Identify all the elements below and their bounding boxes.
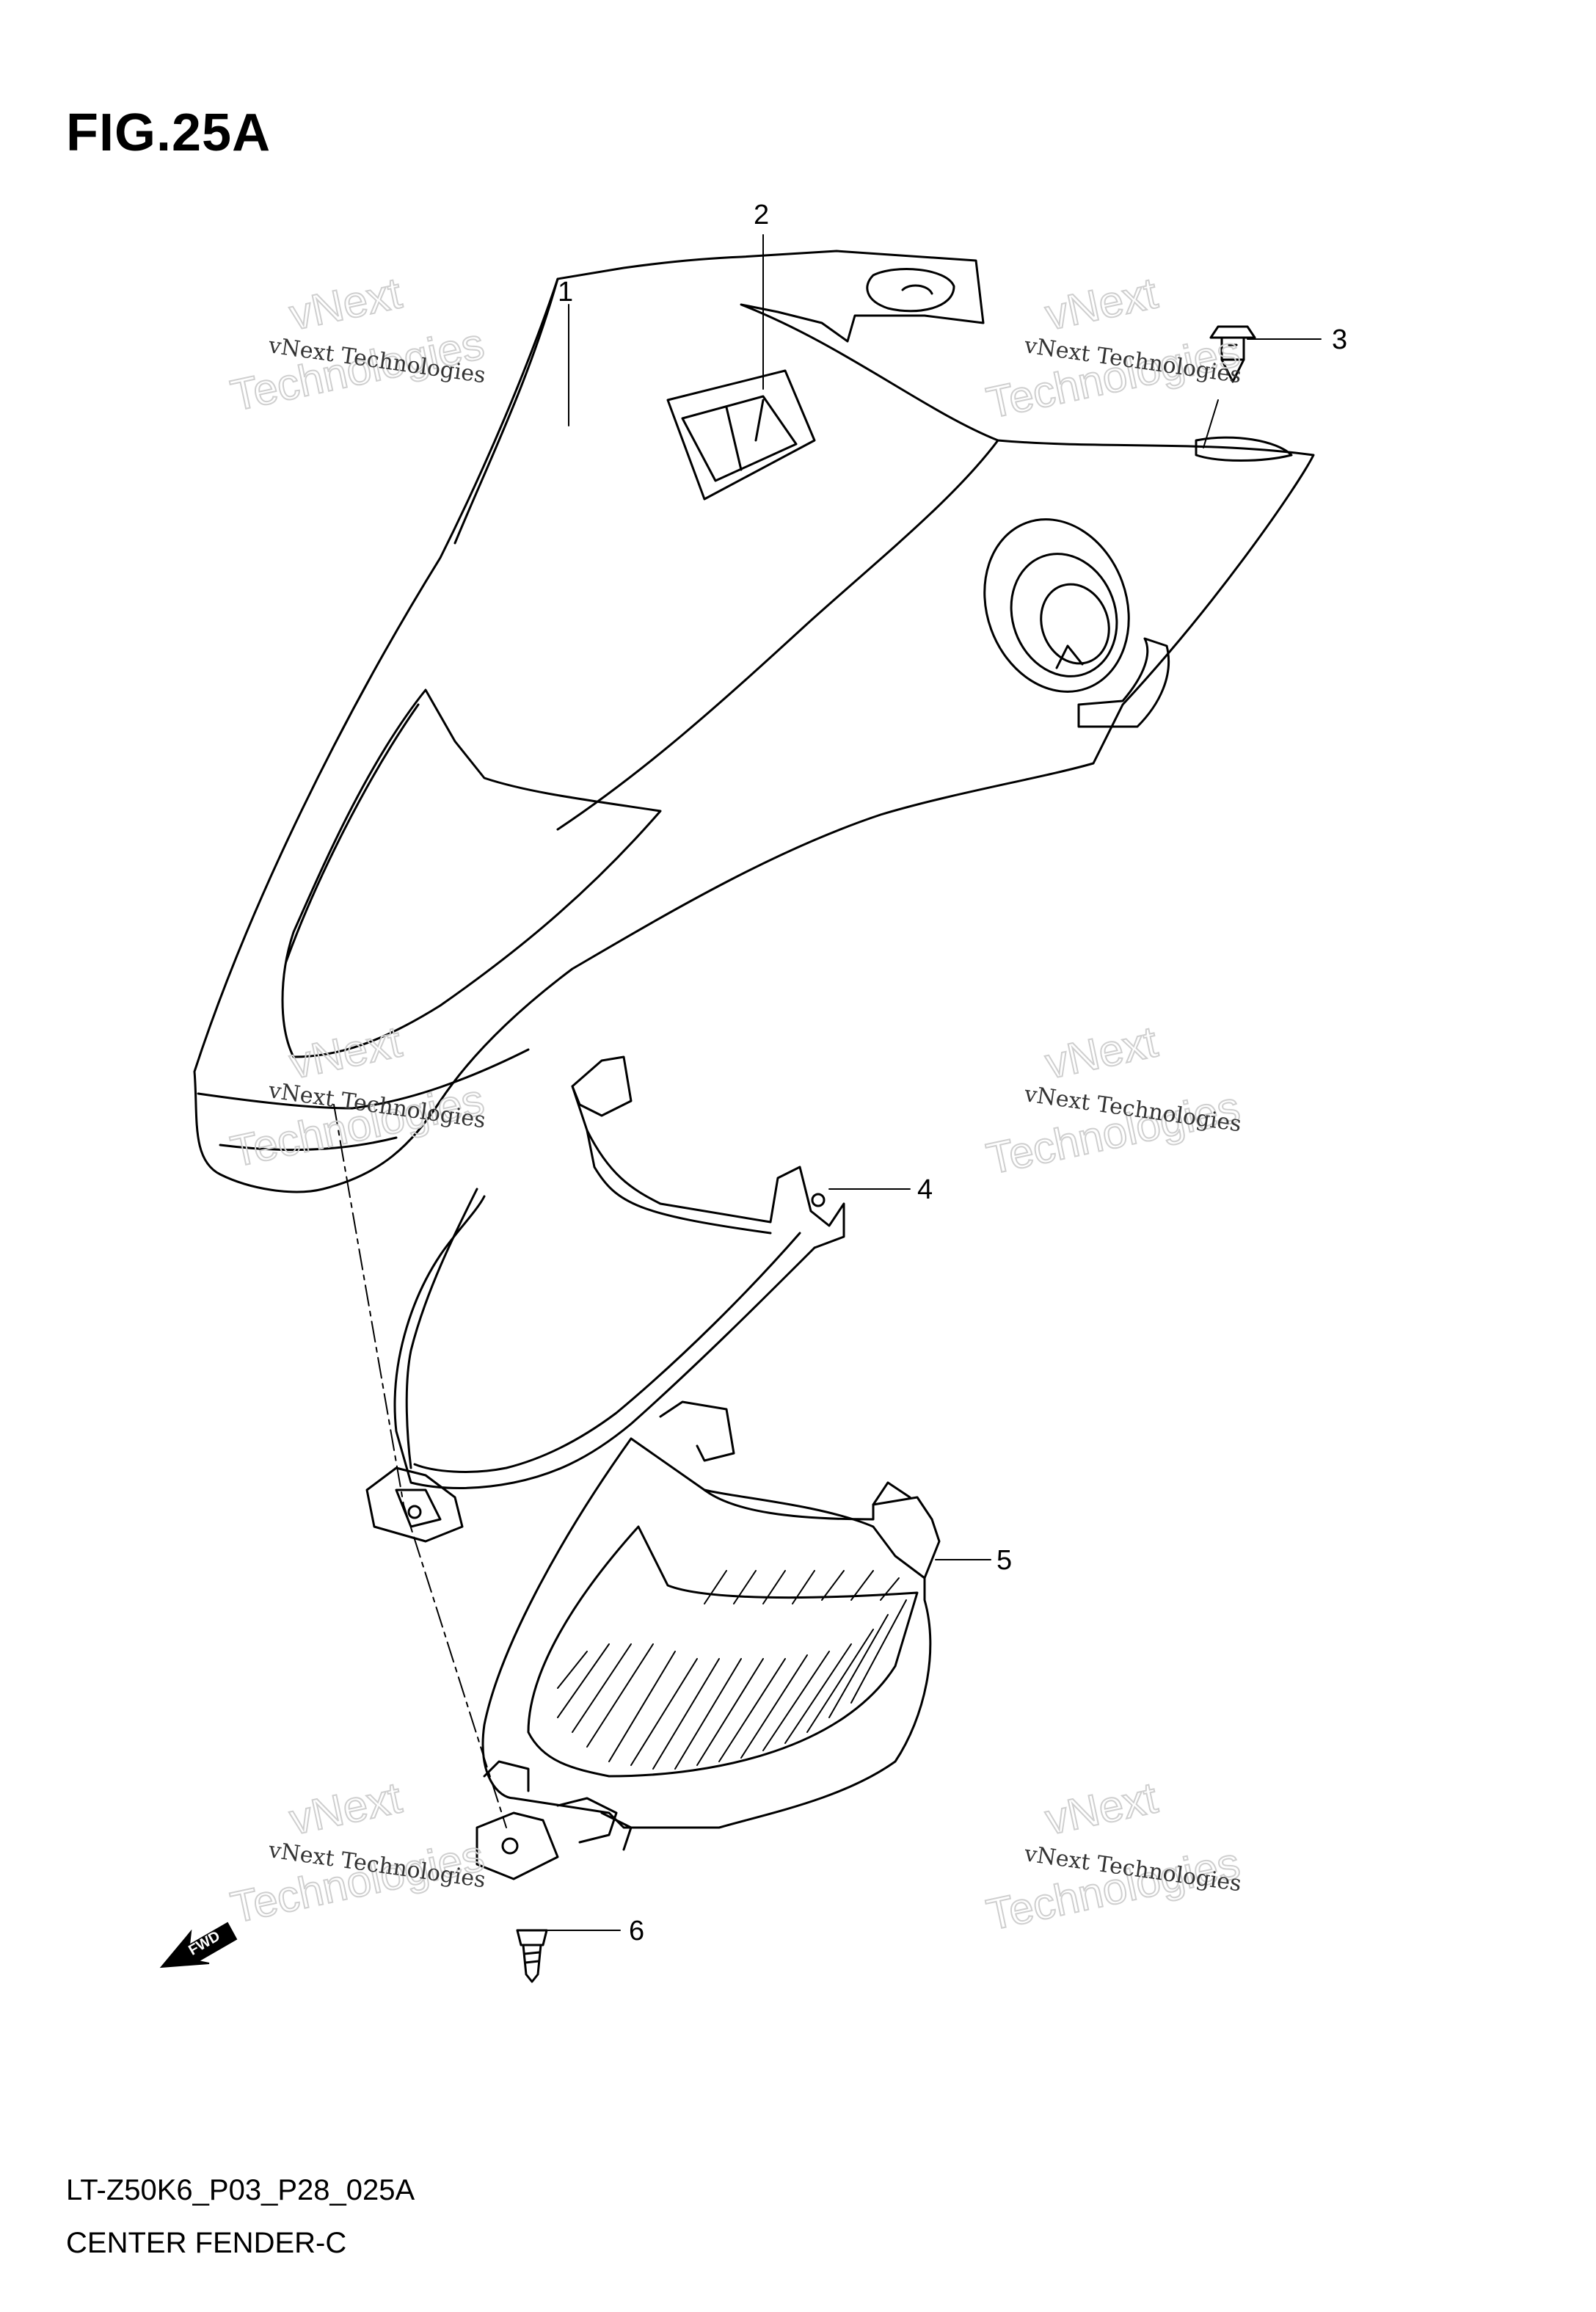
part-5-grille-guard [475, 1400, 941, 1880]
watermarks: vNext Technologies vNext Technologies vN… [226, 267, 1245, 1940]
alignment-line [333, 1104, 507, 1828]
part-4-bracket [365, 1055, 845, 1543]
model-code: LT-Z50K6_P03_P28_025A [66, 2174, 415, 2206]
callout-5: 5 [996, 1545, 1012, 1576]
callout-3: 3 [1332, 324, 1347, 355]
figure-title: FIG.25A [66, 103, 272, 162]
part-name: CENTER FENDER-C [66, 2227, 347, 2259]
part-3-clip [1209, 325, 1256, 383]
callout-4: 4 [917, 1174, 933, 1205]
callout-2: 2 [754, 200, 769, 230]
watermark-big: vNext [1041, 1017, 1162, 1088]
watermark: vNext Technologies vNext Technologies [226, 1772, 489, 1933]
watermark: vNext Technologies vNext Technologies [982, 1016, 1245, 1184]
callouts: 1 2 3 4 5 6 [558, 200, 1347, 1946]
watermark-big: vNext [1041, 1773, 1162, 1844]
callout-6: 6 [629, 1916, 644, 1946]
watermark: vNext Technologies vNext Technologies [226, 1016, 489, 1177]
part-1-fender-cover [193, 250, 1315, 1193]
watermark: vNext Technologies vNext Technologies [982, 1772, 1245, 1940]
watermark-big: vNext [285, 1017, 406, 1088]
watermark-big: vNext [285, 268, 406, 339]
watermark: vNext Technologies vNext Technologies [226, 267, 489, 421]
callout-1: 1 [558, 277, 573, 308]
leader-lines [546, 234, 1322, 1931]
watermark-big: vNext [1041, 268, 1162, 339]
fwd-arrow-icon: FWD [159, 1922, 238, 1969]
watermark-big: vNext [285, 1773, 406, 1844]
part-6-screw [516, 1929, 548, 1983]
watermark: vNext Technologies vNext Technologies [982, 267, 1245, 428]
